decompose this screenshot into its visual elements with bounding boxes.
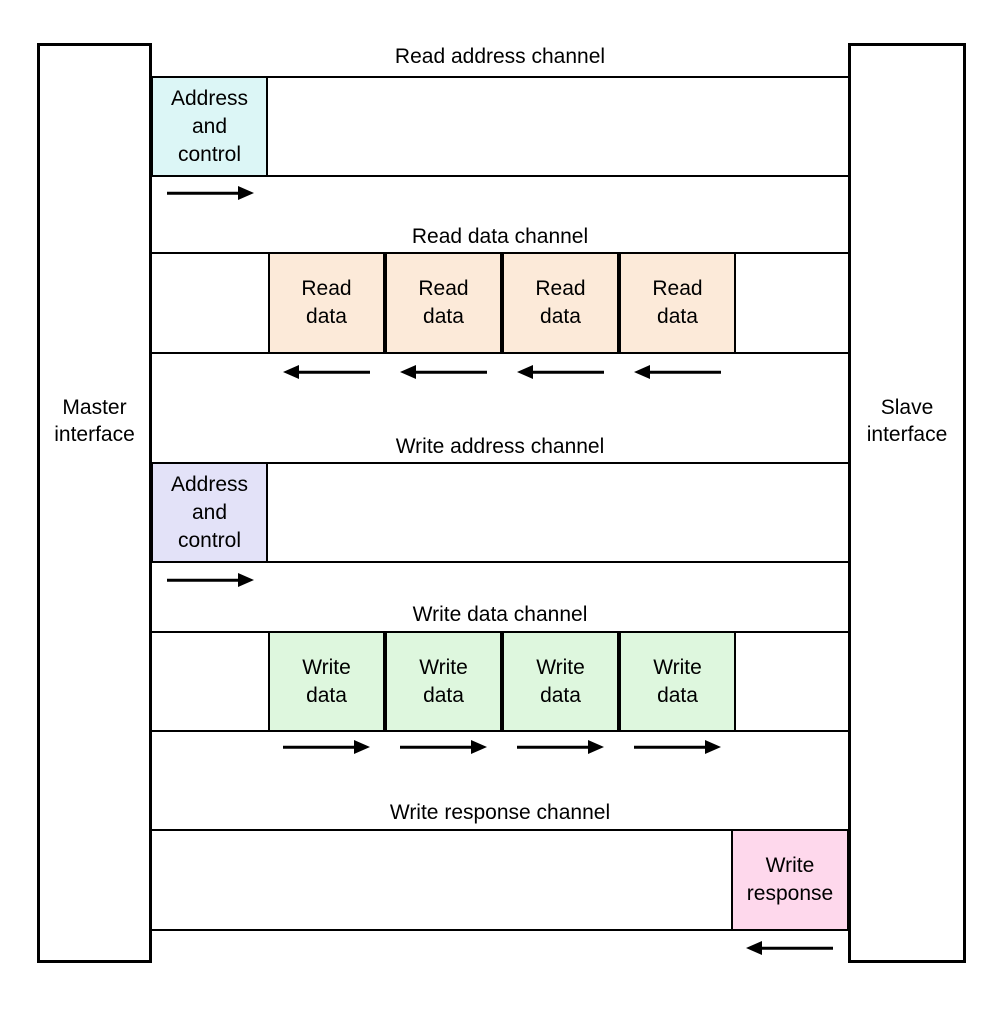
arrow-head (238, 573, 254, 587)
master-interface-label: Master interface (54, 396, 135, 446)
arrow-head (471, 740, 487, 754)
write-data-channel-title: Write data channel (412, 603, 588, 626)
arrow-head (746, 941, 762, 955)
left-arrow-icon (634, 364, 721, 380)
arrow-shaft (634, 745, 708, 749)
right-arrow-icon (517, 739, 604, 755)
left-arrow-icon (517, 364, 604, 380)
write-response-channel-title: Write response channel (389, 801, 611, 824)
left-arrow-icon (283, 364, 370, 380)
read-data-box: Read data (268, 252, 385, 354)
arrow-shaft (413, 370, 487, 374)
right-arrow-icon (634, 739, 721, 755)
arrow-head (354, 740, 370, 754)
write-data-box: Write data (619, 631, 736, 732)
arrow-head (400, 365, 416, 379)
arrow-shaft (647, 370, 721, 374)
read-data-channel-title: Read data channel (411, 225, 589, 248)
write-address-control-box: Address and control (151, 462, 268, 563)
arrow-shaft (517, 745, 591, 749)
arrow-head (588, 740, 604, 754)
arrow-head (634, 365, 650, 379)
write-address-channel-band (150, 462, 848, 563)
read-data-box: Read data (619, 252, 736, 354)
arrow-head (705, 740, 721, 754)
arrow-shaft (283, 745, 357, 749)
right-arrow-icon (283, 739, 370, 755)
right-arrow-icon (167, 185, 254, 201)
arrow-head (238, 186, 254, 200)
read-address-control-box: Address and control (151, 76, 268, 177)
arrow-shaft (530, 370, 604, 374)
arrow-shaft (400, 745, 474, 749)
slave-interface-label: Slave interface (866, 396, 948, 446)
master-interface-box: Master interface (37, 43, 152, 963)
left-arrow-icon (400, 364, 487, 380)
arrow-shaft (296, 370, 370, 374)
right-arrow-icon (167, 572, 254, 588)
arrow-shaft (759, 946, 833, 950)
arrow-shaft (167, 578, 241, 582)
read-data-box: Read data (502, 252, 619, 354)
left-arrow-icon (746, 940, 833, 956)
arrow-head (517, 365, 533, 379)
arrow-head (283, 365, 299, 379)
arrow-shaft (167, 191, 241, 195)
right-arrow-icon (400, 739, 487, 755)
read-address-channel-band (150, 76, 848, 177)
write-data-box: Write data (385, 631, 502, 732)
write-response-box: Write response (731, 829, 849, 931)
write-response-channel-band (150, 829, 848, 931)
slave-interface-box: Slave interface (848, 43, 966, 963)
read-address-channel-title: Read address channel (394, 45, 606, 68)
write-data-box: Write data (268, 631, 385, 732)
write-address-channel-title: Write address channel (395, 435, 605, 458)
read-data-box: Read data (385, 252, 502, 354)
write-data-box: Write data (502, 631, 619, 732)
